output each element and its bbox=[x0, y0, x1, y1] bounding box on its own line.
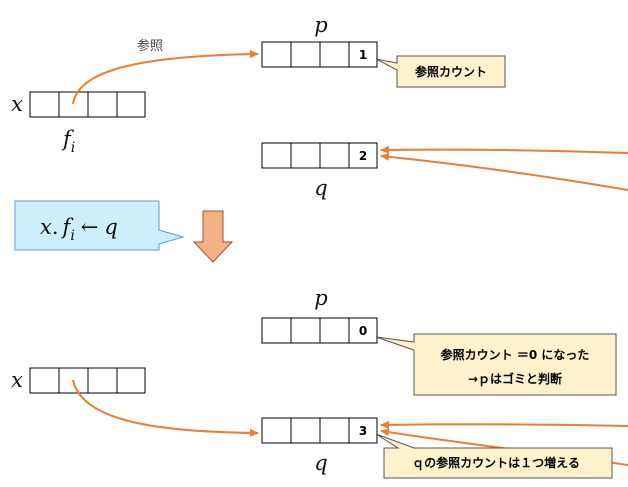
object-x-after bbox=[29, 367, 146, 394]
callout-garbage-line1: 参照カウント ＝0 になった bbox=[441, 347, 590, 362]
object-p-before: 1 bbox=[261, 41, 378, 68]
object-p-after: 0 bbox=[261, 317, 378, 344]
object-q-after: 3 bbox=[261, 417, 378, 444]
p-label-after: p bbox=[314, 286, 327, 310]
q-label-after: q bbox=[314, 451, 327, 475]
p-ref-count-before: 1 bbox=[359, 48, 367, 62]
x-label-after: x bbox=[11, 368, 23, 392]
transition-down-arrow bbox=[192, 210, 234, 263]
callout-garbage: 参照カウント ＝0 になった →ｐはゴミと判断 bbox=[375, 333, 617, 396]
incoming-arrow-q-after-1 bbox=[380, 420, 628, 429]
q-label-before: q bbox=[314, 176, 327, 200]
reference-arrow-x-to-q bbox=[72, 379, 259, 437]
object-q-before: 2 bbox=[261, 142, 378, 169]
q-ref-count-before: 2 bbox=[359, 149, 367, 163]
p-label-before: p bbox=[314, 13, 327, 37]
field-label-before: fi bbox=[61, 127, 75, 156]
reference-label: 参照 bbox=[137, 38, 163, 54]
callout-garbage-line2: →ｐはゴミと判断 bbox=[468, 371, 562, 387]
q-ref-count-after: 3 bbox=[359, 424, 367, 438]
object-x-before bbox=[29, 91, 146, 118]
callout-q-increment-text: ｑの参照カウントは１つ増える bbox=[412, 455, 580, 471]
reference-arrow-x-to-p bbox=[72, 50, 259, 105]
incoming-arrow-q-2 bbox=[380, 152, 628, 191]
x-label-before: x bbox=[11, 92, 23, 116]
callout-q-increment: ｑの参照カウントは１つ増える bbox=[375, 433, 613, 479]
operation-speech-bubble: x.fi←q bbox=[14, 200, 185, 251]
operation-text: x.fi←q bbox=[40, 215, 118, 244]
p-ref-count-after: 0 bbox=[359, 324, 367, 338]
incoming-arrow-q-1 bbox=[380, 145, 628, 154]
callout-ref-count-text: 参照カウント bbox=[415, 64, 487, 79]
callout-ref-count: 参照カウント bbox=[375, 55, 506, 88]
